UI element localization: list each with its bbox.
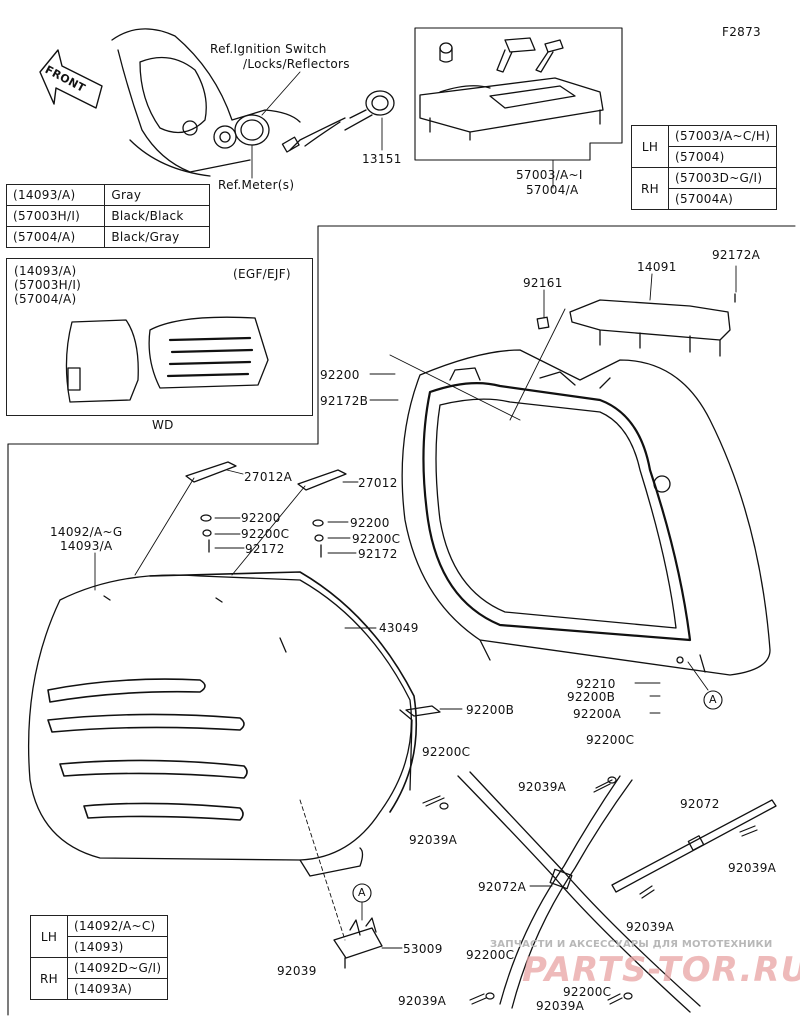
leader-lines bbox=[94, 265, 737, 714]
color-part: (57003H/I) bbox=[5, 205, 106, 227]
color-part: (14093/A) bbox=[5, 184, 106, 206]
lock-lh-part: (57003/A~C/H) bbox=[667, 125, 778, 147]
case-side-table: LH (14092/A~C) (14093) RH (14092D~G/I) (… bbox=[30, 915, 169, 1000]
label-92039a: 92039A bbox=[626, 920, 675, 934]
watermark-logo: PARTS-TOR.RU bbox=[522, 950, 800, 990]
label-14093: 14093/A bbox=[60, 539, 113, 553]
label-92172b: 92172B bbox=[320, 394, 369, 408]
part-13151: 13151 bbox=[362, 152, 402, 166]
inset-part: (57004/A) bbox=[14, 292, 77, 306]
ref-locks-label: /Locks/Reflectors bbox=[243, 57, 350, 71]
label-92039a: 92039A bbox=[409, 833, 458, 847]
label-92200b: 92200B bbox=[466, 703, 515, 717]
label-92200: 92200 bbox=[350, 516, 390, 530]
rh-label: RH bbox=[631, 167, 669, 210]
bolts bbox=[422, 776, 758, 1005]
lh-label: LH bbox=[30, 915, 68, 958]
part-57003: 57003/A~I bbox=[516, 168, 583, 182]
color-part: (57004/A) bbox=[5, 226, 106, 248]
inset-region: (EGF/EJF) bbox=[233, 267, 291, 281]
lock-set-box bbox=[414, 27, 623, 189]
label-92039a: 92039A bbox=[398, 994, 447, 1008]
label-27012a: 27012A bbox=[244, 470, 293, 484]
lock-lh-part: (57004) bbox=[667, 146, 778, 168]
label-92200c: 92200C bbox=[466, 948, 515, 962]
label-92200: 92200 bbox=[320, 368, 360, 382]
label-92039a: 92039A bbox=[518, 780, 567, 794]
label-27012: 27012 bbox=[358, 476, 398, 490]
saddlebag-lid bbox=[28, 571, 418, 877]
label-92200c: 92200C bbox=[586, 733, 635, 747]
label-92039a: 92039A bbox=[536, 999, 585, 1013]
label-92200: 92200 bbox=[241, 511, 281, 525]
case-lh-part: (14093) bbox=[66, 936, 169, 958]
ref-a-left: A bbox=[358, 886, 366, 899]
label-14092: 14092/A~G bbox=[50, 525, 123, 539]
label-92210: 92210 bbox=[576, 677, 616, 691]
label-43049: 43049 bbox=[379, 621, 419, 635]
case-rh-part: (14093A) bbox=[66, 978, 169, 1000]
label-53009: 53009 bbox=[403, 942, 443, 956]
part-57004: 57004/A bbox=[526, 183, 579, 197]
inset-part: (14093/A) bbox=[14, 264, 77, 278]
label-92172: 92172 bbox=[245, 542, 285, 556]
label-92172a: 92172A bbox=[712, 248, 761, 262]
label-92200a: 92200A bbox=[573, 707, 622, 721]
color-row: (57003H/I) Black/Black bbox=[5, 205, 210, 227]
lock-rh-part: (57004A) bbox=[667, 188, 778, 210]
watermark-tagline: ЗАПЧАСТИ И АКСЕССУАРЫ ДЛЯ МОТОТЕХНИКИ bbox=[490, 939, 773, 950]
lh-label: LH bbox=[631, 125, 669, 168]
support-straps bbox=[457, 771, 777, 1013]
ref-meter-label: Ref.Meter(s) bbox=[218, 178, 295, 192]
label-92200c: 92200C bbox=[422, 745, 471, 759]
inset-box bbox=[6, 258, 313, 416]
color-value: Black/Gray bbox=[104, 226, 210, 248]
hinge-53009 bbox=[333, 901, 403, 969]
inset-wd-illustration bbox=[65, 316, 269, 403]
front-arrow bbox=[39, 49, 103, 109]
saddlebag-shell bbox=[401, 349, 771, 676]
ref-a-circle-left bbox=[352, 883, 372, 903]
ref-ignition-label: Ref.Ignition Switch bbox=[210, 42, 327, 56]
case-rh-part: (14092D~G/I) bbox=[66, 957, 169, 979]
case-lh-part: (14092/A~C) bbox=[66, 915, 169, 937]
label-92172: 92172 bbox=[358, 547, 398, 561]
lock-trim-14091 bbox=[536, 293, 736, 357]
label-92039: 92039 bbox=[277, 964, 317, 978]
color-row: (14093/A) Gray bbox=[5, 184, 210, 206]
connector-13151 bbox=[281, 90, 395, 153]
inset-caption: WD bbox=[152, 418, 174, 432]
label-92161: 92161 bbox=[523, 276, 563, 290]
color-value: Gray bbox=[104, 184, 210, 206]
label-14091: 14091 bbox=[637, 260, 677, 274]
rh-label: RH bbox=[30, 957, 68, 1000]
label-92200c: 92200C bbox=[563, 985, 612, 999]
ref-a-circle-right bbox=[703, 690, 723, 710]
label-92072: 92072 bbox=[680, 797, 720, 811]
label-92072a: 92072A bbox=[478, 880, 527, 894]
fairing-illustration bbox=[111, 28, 301, 177]
lock-rh-part: (57003D~G/I) bbox=[667, 167, 778, 189]
label-92200c: 92200C bbox=[241, 527, 290, 541]
label-92200b: 92200B bbox=[567, 690, 616, 704]
ref-a-right: A bbox=[709, 693, 717, 706]
inset-part: (57003H/I) bbox=[14, 278, 82, 292]
label-92039a: 92039A bbox=[728, 861, 777, 875]
diagram-code: F2873 bbox=[722, 25, 761, 39]
color-value: Black/Black bbox=[104, 205, 210, 227]
mount-plates bbox=[185, 461, 347, 558]
color-table: (14093/A) Gray (57003H/I) Black/Black (5… bbox=[5, 184, 210, 248]
label-92200c: 92200C bbox=[352, 532, 401, 546]
lock-side-table: LH (57003/A~C/H) (57004) RH (57003D~G/I)… bbox=[631, 125, 778, 210]
color-row: (57004/A) Black/Gray bbox=[5, 226, 210, 248]
